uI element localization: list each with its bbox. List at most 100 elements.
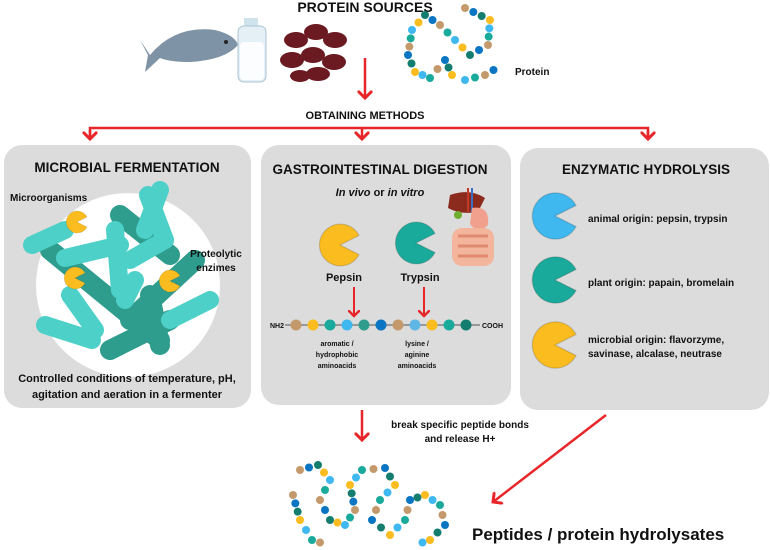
amino-acid-bead: [341, 521, 349, 529]
amino-acid-bead: [324, 319, 336, 331]
amino-acid-bead: [377, 523, 385, 532]
proteolytic-label: Proteolytic: [190, 249, 242, 260]
amino-acid-bead: [407, 59, 416, 68]
amino-acid-bead: [386, 472, 394, 481]
amino-acid-bead: [372, 506, 380, 514]
caption-line-1: Controlled conditions of temperature, pH…: [18, 373, 236, 385]
amino-acid-bead: [321, 486, 329, 494]
enzimes-label: enzimes: [196, 263, 236, 274]
amino-acid-bead: [426, 74, 434, 82]
amino-acid-bead: [381, 464, 389, 472]
panel-title: GASTROINTESTINAL DIGESTION: [272, 162, 487, 177]
amino-acid-bead: [411, 68, 419, 76]
amino-acid-bead: [458, 43, 467, 52]
amino-acid-bead: [443, 319, 455, 331]
microbial-origin-label: microbial origin: flavorzyme,: [588, 335, 724, 346]
amino-acid-bead: [349, 497, 358, 506]
amino-acid-bead: [485, 24, 494, 33]
fish-icon: [140, 29, 238, 72]
amino-acid-bead: [352, 473, 360, 482]
panel-gastrointestinal-digestion: GASTROINTESTINAL DIGESTION In vivo or in…: [261, 145, 511, 405]
amino-acid-bead: [448, 71, 456, 79]
nh2-label: NH2: [270, 323, 284, 330]
amino-acid-bead: [461, 4, 469, 12]
amino-acid-bead: [469, 8, 478, 16]
enzyme-pacman-icon: [158, 269, 181, 293]
amino-acid-bead: [409, 319, 421, 331]
amino-acid-bead: [466, 51, 474, 59]
amino-acid-bead: [418, 71, 427, 79]
caption-line-2: agitation and aeration in a fermenter: [32, 389, 223, 401]
amino-acid-bead: [461, 76, 469, 84]
amino-acid-bead: [489, 66, 498, 74]
svg-text:aminoacids: aminoacids: [398, 363, 437, 370]
amino-acid-bead: [291, 499, 300, 508]
pepsin-pacman-icon: [318, 223, 360, 267]
amino-acid-bead: [414, 18, 423, 27]
amino-acid-bead: [358, 466, 366, 474]
amino-acid-bead: [481, 71, 489, 79]
amino-acid-bead: [401, 516, 409, 524]
amino-acid-bead: [433, 528, 442, 537]
trypsin-label: Trypsin: [400, 272, 439, 284]
amino-acid-bead: [426, 319, 438, 331]
amino-acid-bead: [368, 516, 376, 524]
amino-acid-bead: [433, 65, 442, 73]
amino-acid-bead: [383, 488, 392, 497]
amino-acid-bead: [413, 493, 422, 502]
milk-bottle-icon: [237, 18, 267, 83]
amino-acid-bead: [358, 319, 370, 331]
amino-acid-bead: [320, 468, 328, 477]
svg-text:hydrophobic: hydrophobic: [316, 352, 358, 359]
amino-acid-bead: [436, 501, 444, 509]
in-vivo-in-vitro: In vivo or in vitro: [336, 187, 425, 199]
amino-acid-bead: [341, 319, 353, 331]
animal-enzyme-pacman-icon: [531, 192, 577, 240]
microorganisms-label: Microorganisms: [10, 193, 88, 204]
amino-acid-bead: [316, 496, 324, 504]
amino-acid-bead: [326, 476, 334, 484]
amino-acid-bead: [451, 36, 459, 44]
amino-acid-bead: [477, 12, 486, 20]
amino-acid-bead: [289, 491, 297, 499]
amino-acid-bead: [418, 538, 427, 547]
amino-acid-bead: [290, 319, 302, 331]
amino-acid-bead: [426, 536, 434, 544]
plant-enzyme-pacman-icon: [531, 256, 577, 304]
amino-acid-bead: [471, 73, 479, 82]
panel-enzymatic-hydrolysis: ENZYMATIC HYDROLYSIS animal origin: peps…: [520, 148, 769, 410]
branch-line: [88, 126, 650, 140]
panel-title: MICROBIAL FERMENTATION: [34, 160, 219, 175]
bond-note-2: and release H+: [425, 434, 496, 445]
amino-acid-bead: [444, 63, 453, 72]
pepsin-label: Pepsin: [326, 272, 362, 284]
amino-acid-bead: [406, 34, 415, 43]
amino-acid-bead: [346, 513, 354, 522]
amino-acid-bead: [393, 523, 402, 532]
beans-icon: [280, 24, 347, 82]
amino-acid-bead: [305, 463, 313, 472]
cooh-label: COOH: [482, 323, 503, 330]
amino-acid-bead: [316, 538, 324, 547]
svg-text:aminoacids: aminoacids: [318, 363, 357, 370]
protein-chain-icon: [404, 4, 498, 84]
amino-acid-bead: [405, 42, 414, 51]
enzyme-pacman-icon: [63, 266, 86, 290]
amino-acid-bead: [404, 51, 412, 59]
site1-label: aromatic / hydrophobic aminoacids: [316, 341, 358, 370]
amino-acid-bead: [314, 461, 322, 469]
amino-acid-bead: [484, 41, 492, 49]
amino-acid-bead: [351, 506, 359, 514]
amino-acid-bead: [486, 16, 494, 24]
site2-label: lysine / aginine aminoacids: [398, 341, 437, 370]
svg-text:lysine /: lysine /: [405, 341, 429, 348]
amino-acid-bead: [333, 518, 342, 527]
amino-acid-bead: [321, 506, 329, 514]
svg-text:aromatic /: aromatic /: [320, 341, 353, 348]
amino-acid-bead: [484, 32, 493, 41]
amino-acid-bead: [375, 319, 387, 331]
amino-acid-bead: [421, 11, 429, 19]
amino-acid-bead: [403, 506, 412, 514]
amino-acid-bead: [428, 496, 437, 504]
